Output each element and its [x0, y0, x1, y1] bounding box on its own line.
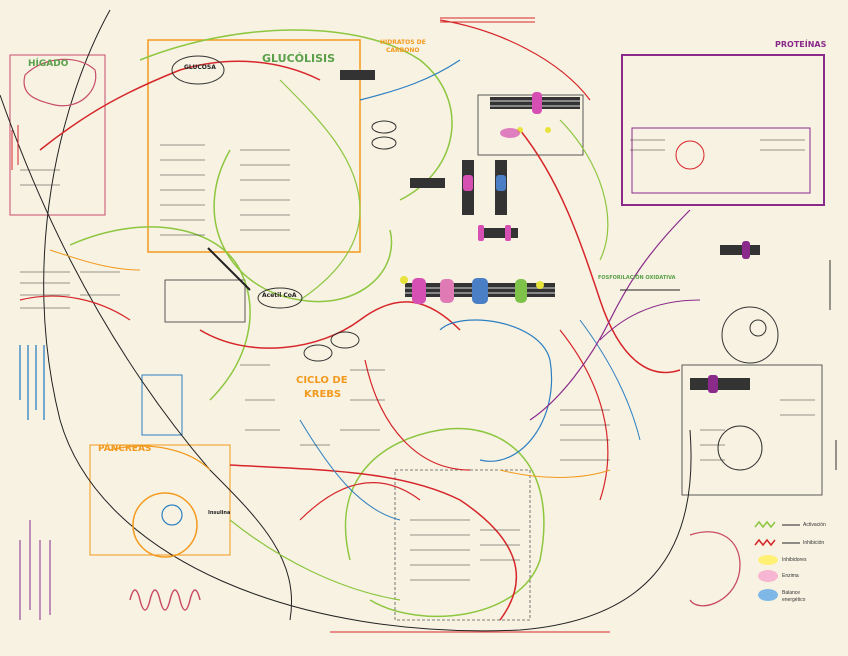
- oval-glucolisis: [171, 55, 225, 85]
- green-line-bottom: [229, 519, 401, 601]
- outer-black-loop-2: [0, 94, 292, 621]
- legend-enzyme: Enzima: [782, 573, 799, 579]
- red-line-5: [299, 481, 421, 521]
- green-line-right: [559, 119, 609, 261]
- proteins-inner-box: [631, 127, 811, 194]
- orange-line-1: [49, 249, 141, 271]
- transporter-vert-1: [463, 175, 473, 191]
- center-notes: [410, 519, 520, 581]
- red-line-1: [39, 60, 321, 151]
- pancreas-title: PÁNCREAS: [98, 444, 152, 454]
- left-red-notes: [11, 125, 19, 170]
- legend-activation: Activación: [803, 522, 826, 528]
- transporter-mid-2: [505, 225, 511, 241]
- krebs-title-line2: KREBS: [304, 389, 342, 400]
- acetyl-coa-label: Acetil CoA: [262, 292, 297, 299]
- legend-inhibitors: Inhibidores: [782, 557, 807, 563]
- green-loop-2: [213, 149, 393, 303]
- ox-phos-label: FOSFORILACIÓN OXIDATIVA: [598, 275, 676, 281]
- blue-line-1: [359, 59, 461, 101]
- insulin-label: Insulina: [208, 510, 231, 516]
- small-box-left: [141, 374, 183, 436]
- legend-balance-line1: Balance: [782, 590, 801, 596]
- beta-cell-outer: [132, 492, 198, 558]
- transporter-right: [708, 375, 718, 393]
- red-line-3: [229, 464, 518, 621]
- carbs-title-line2: CARBONO: [386, 47, 420, 54]
- cell-bottom-right: [717, 425, 763, 471]
- krebs-notes: [240, 364, 385, 446]
- glycolysis-notes: [160, 144, 290, 236]
- blue-loop-center: [439, 319, 553, 462]
- membrane-small-5: [478, 228, 518, 238]
- transporter-vert-2: [496, 175, 506, 191]
- blue-line-2: [299, 419, 401, 521]
- red-line-6: [364, 359, 471, 471]
- etc-complexes: [400, 276, 544, 304]
- red-line-2: [199, 301, 461, 349]
- red-line-4: [519, 129, 681, 374]
- intestine-icon: [129, 589, 201, 611]
- membrane-small-4: [410, 178, 445, 188]
- left-vertical-notes: [19, 345, 45, 420]
- small-box-mid: [164, 279, 246, 323]
- purple-line-1: [529, 209, 691, 421]
- left-vertical-notes-2: [19, 520, 51, 620]
- transporter-mid-1: [478, 225, 484, 241]
- transporter-top: [517, 92, 551, 133]
- liver-organ-icon: [23, 58, 97, 107]
- right-edge-notes: [829, 260, 837, 470]
- black-arrow-left-mid: [207, 247, 251, 291]
- red-bar-top: [440, 17, 535, 23]
- proteins-title: PROTEÍNAS: [775, 40, 827, 49]
- membrane-small-1: [340, 70, 375, 80]
- regulation-box: [681, 364, 823, 496]
- legend-balance-line2: energético: [782, 597, 806, 603]
- oval-krebs-1: [303, 344, 333, 362]
- green-loop-3: [69, 226, 251, 401]
- glucose-label: GLUCOSA: [184, 64, 216, 71]
- proteins-box: [621, 54, 825, 206]
- oval-krebs-2: [330, 331, 360, 349]
- glycolysis-title: GLUCÓLISIS: [262, 52, 336, 65]
- stomach-icon: [689, 531, 741, 607]
- orange-line-3: [499, 469, 611, 478]
- oval-atp-3: [500, 128, 520, 138]
- carbs-title-line1: HIDRATOS DE: [380, 39, 426, 46]
- legend-inhibition: Inhibición: [803, 540, 825, 546]
- red-line-7: [19, 295, 131, 321]
- krebs-title-line1: CICLO DE: [296, 375, 348, 386]
- membrane-small-2: [690, 378, 750, 390]
- pancreas-box: [89, 444, 231, 556]
- cell-right: [721, 306, 779, 364]
- liver-title: HÍGADO: [28, 59, 69, 69]
- red-line-9: [559, 329, 609, 501]
- legend: [754, 520, 800, 601]
- beta-cell-inner: [161, 504, 183, 526]
- green-loop-5: [279, 79, 361, 301]
- blue-line-3: [579, 319, 641, 441]
- glycolysis-box: [147, 39, 361, 253]
- liver-box: [9, 54, 106, 216]
- purple-line-2: [599, 299, 701, 341]
- right-notes: [560, 139, 815, 461]
- membrane-small-3: [720, 245, 760, 255]
- outer-black-loop: [43, 9, 692, 632]
- oval-atp: [371, 120, 397, 134]
- transporter-right-2: [742, 241, 750, 259]
- cell-right-inner: [749, 319, 767, 337]
- red-line-8: [439, 19, 591, 101]
- left-notes: [20, 169, 120, 309]
- oval-acetil: [257, 287, 303, 309]
- green-loop-4: [344, 427, 545, 618]
- green-loop-1: [139, 29, 453, 201]
- orange-line-2: [109, 445, 211, 471]
- oval-atp-2: [371, 136, 397, 150]
- cycle-proteins: [675, 140, 705, 170]
- small-box-center: [477, 94, 584, 156]
